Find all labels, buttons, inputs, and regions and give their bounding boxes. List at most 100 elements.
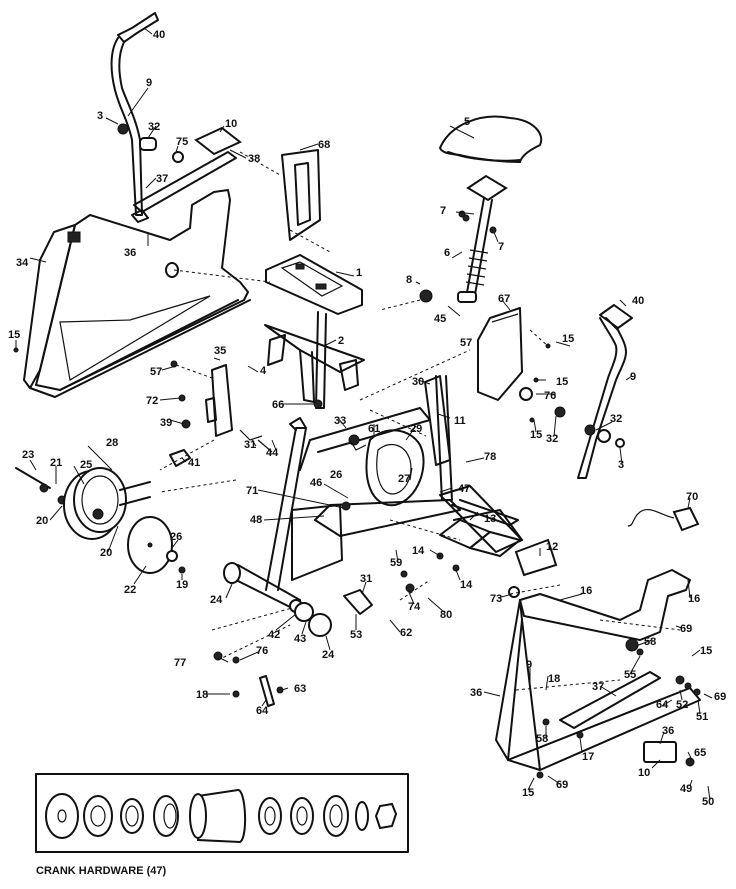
part-label: 39	[160, 417, 172, 429]
part-label: 24	[210, 594, 223, 606]
part-label: 59	[390, 557, 402, 569]
part-label: 51	[696, 711, 708, 723]
part-label: 32	[610, 413, 622, 425]
assembly-lines	[159, 151, 681, 691]
part-label: 4	[260, 365, 267, 377]
base-parts	[294, 499, 558, 637]
part-label: 80	[440, 609, 452, 621]
part-label: 6	[444, 247, 450, 259]
console	[265, 149, 363, 315]
part-label: 17	[582, 751, 594, 763]
part-label: 15	[562, 333, 574, 345]
part-label: 15	[8, 329, 20, 341]
part-label: 52	[676, 699, 688, 711]
handlebar-mount	[264, 311, 365, 409]
part-label: 32	[546, 433, 558, 445]
part-label: 57	[460, 337, 472, 349]
part-label: 29	[410, 423, 422, 435]
part-label: 45	[434, 313, 446, 325]
part-label: 65	[694, 747, 706, 759]
part-label: 24	[322, 649, 335, 661]
part-label: 26	[170, 531, 182, 543]
part-label: 40	[632, 295, 644, 307]
crank-hardware-caption: CRANK HARDWARE (47)	[36, 865, 167, 877]
part-label: 1	[356, 267, 362, 279]
part-label: 37	[592, 681, 604, 693]
part-label: 75	[176, 136, 188, 148]
part-label: 3	[97, 110, 103, 122]
part-label: 14	[412, 545, 425, 557]
part-label: 42	[268, 629, 280, 641]
bracket-35	[169, 360, 273, 467]
part-label: 7	[440, 205, 446, 217]
part-label: 36	[662, 725, 674, 737]
part-label: 10	[638, 767, 650, 779]
part-label: 15	[522, 787, 534, 799]
part-label: 63	[294, 683, 306, 695]
part-label: 28	[106, 437, 118, 449]
part-label: 25	[80, 459, 92, 471]
part-label: 33	[334, 415, 346, 427]
main-frame	[223, 375, 523, 613]
part-label: 20	[100, 547, 112, 559]
part-label: 9	[146, 77, 152, 89]
part-label: 53	[350, 629, 362, 641]
part-label: 44	[266, 447, 279, 459]
part-label: 3	[618, 459, 624, 471]
part-label: 46	[310, 477, 322, 489]
crank-hardware-box	[35, 773, 409, 853]
right-handlebar-assembly	[477, 304, 633, 479]
part-label: 37	[156, 173, 168, 185]
part-label: 69	[556, 779, 568, 791]
part-label: 7	[498, 241, 504, 253]
part-label: 74	[408, 601, 421, 613]
part-label: 78	[484, 451, 496, 463]
part-label: 76	[256, 645, 268, 657]
part-label: 34	[16, 257, 29, 269]
part-label: 64	[656, 699, 669, 711]
leader-lines	[29, 27, 713, 801]
part-label: 19	[176, 579, 188, 591]
part-label: 31	[360, 573, 372, 585]
part-label: 8	[406, 274, 412, 286]
part-label: 2	[338, 335, 344, 347]
part-label: 35	[214, 345, 226, 357]
part-label: 61	[368, 423, 380, 435]
part-label: 18	[196, 689, 208, 701]
part-label: 20	[36, 515, 48, 527]
part-label: 58	[536, 733, 548, 745]
part-label: 40	[153, 29, 165, 41]
power-adapter	[627, 506, 700, 532]
part-label: 64	[256, 705, 269, 717]
part-label: 36	[470, 687, 482, 699]
part-label: 71	[246, 485, 258, 497]
part-label: 21	[50, 457, 62, 469]
part-label: 31	[244, 439, 256, 451]
part-label: 68	[318, 139, 330, 151]
part-label: 41	[188, 457, 200, 469]
left-handlebar-assembly	[110, 12, 242, 223]
part-label: 9	[526, 659, 532, 671]
part-label: 67	[498, 293, 510, 305]
part-label: 77	[174, 657, 186, 669]
part-label: 26	[330, 469, 342, 481]
part-label: 5	[464, 116, 470, 128]
part-label: 16	[580, 585, 592, 597]
part-label: 9	[630, 371, 636, 383]
part-label: 15	[530, 429, 542, 441]
part-label: 12	[546, 541, 558, 553]
part-label: 55	[624, 669, 636, 681]
part-label: 32	[148, 121, 160, 133]
part-label: 58	[644, 636, 656, 648]
right-side-cover	[495, 569, 701, 779]
left-side-cover	[13, 151, 251, 398]
part-label: 22	[124, 584, 136, 596]
part-label: 16	[688, 593, 700, 605]
part-label: 69	[680, 623, 692, 635]
part-label: 48	[250, 514, 262, 526]
part-label: 30	[412, 376, 424, 388]
part-label: 38	[248, 153, 260, 165]
part-label: 73	[490, 593, 502, 605]
part-label: 13	[484, 513, 496, 525]
